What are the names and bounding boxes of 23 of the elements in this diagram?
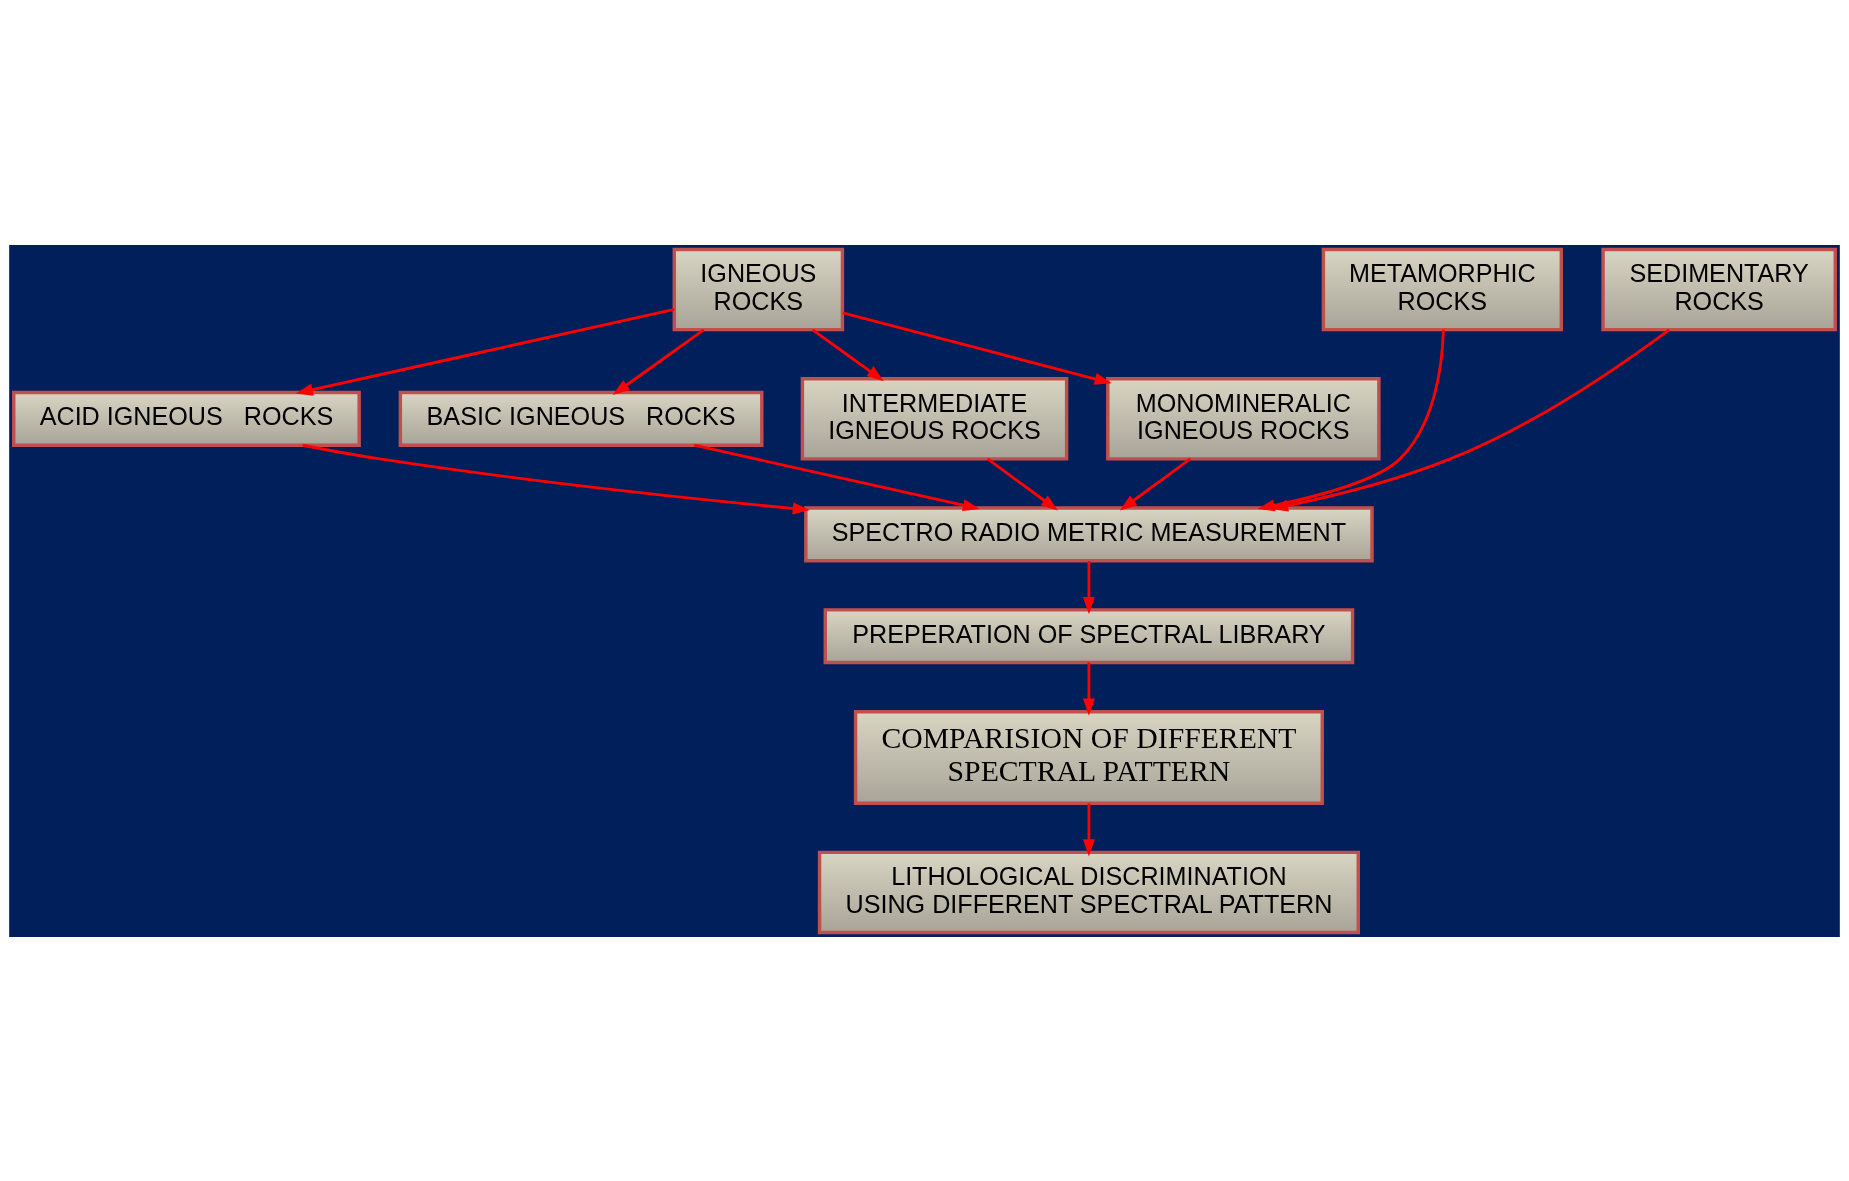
node-box: COMPARISION OF DIFFERENT SPECTRAL PATTERN (853, 709, 1324, 805)
arrow (811, 328, 884, 381)
node-box: SPECTRO RADIO METRIC MEASUREMENT (804, 505, 1374, 562)
arrow (693, 443, 980, 511)
arrow (1082, 560, 1095, 614)
node-box: PREPERATION OF SPECTRAL LIBRARY (823, 607, 1355, 664)
arrow (842, 310, 1112, 385)
arrow (1119, 457, 1192, 511)
node-box: METAMORPHIC ROCKS (1321, 247, 1564, 331)
arrow (1257, 329, 1445, 511)
node-box: IGNEOUS ROCKS (672, 247, 845, 331)
arrow (1082, 662, 1095, 716)
arrow (612, 328, 705, 395)
node-box: ACID IGNEOUS ROCKS (12, 390, 361, 447)
arrow (1082, 803, 1095, 856)
node-box: SEDIMENTARY ROCKS (1601, 247, 1837, 331)
arrow (986, 457, 1059, 511)
node-box: MONOMINERALIC IGNEOUS ROCKS (1106, 376, 1381, 461)
node-box: LITHOLOGICAL DISCRIMINATION USING DIFFERENT SPECTRAL PATTERN (817, 850, 1360, 934)
arrow (295, 307, 675, 396)
arrow (302, 443, 810, 514)
node-box: INTERMEDIATE IGNEOUS ROCKS (800, 376, 1069, 461)
node-box: BASIC IGNEOUS ROCKS (398, 390, 764, 447)
